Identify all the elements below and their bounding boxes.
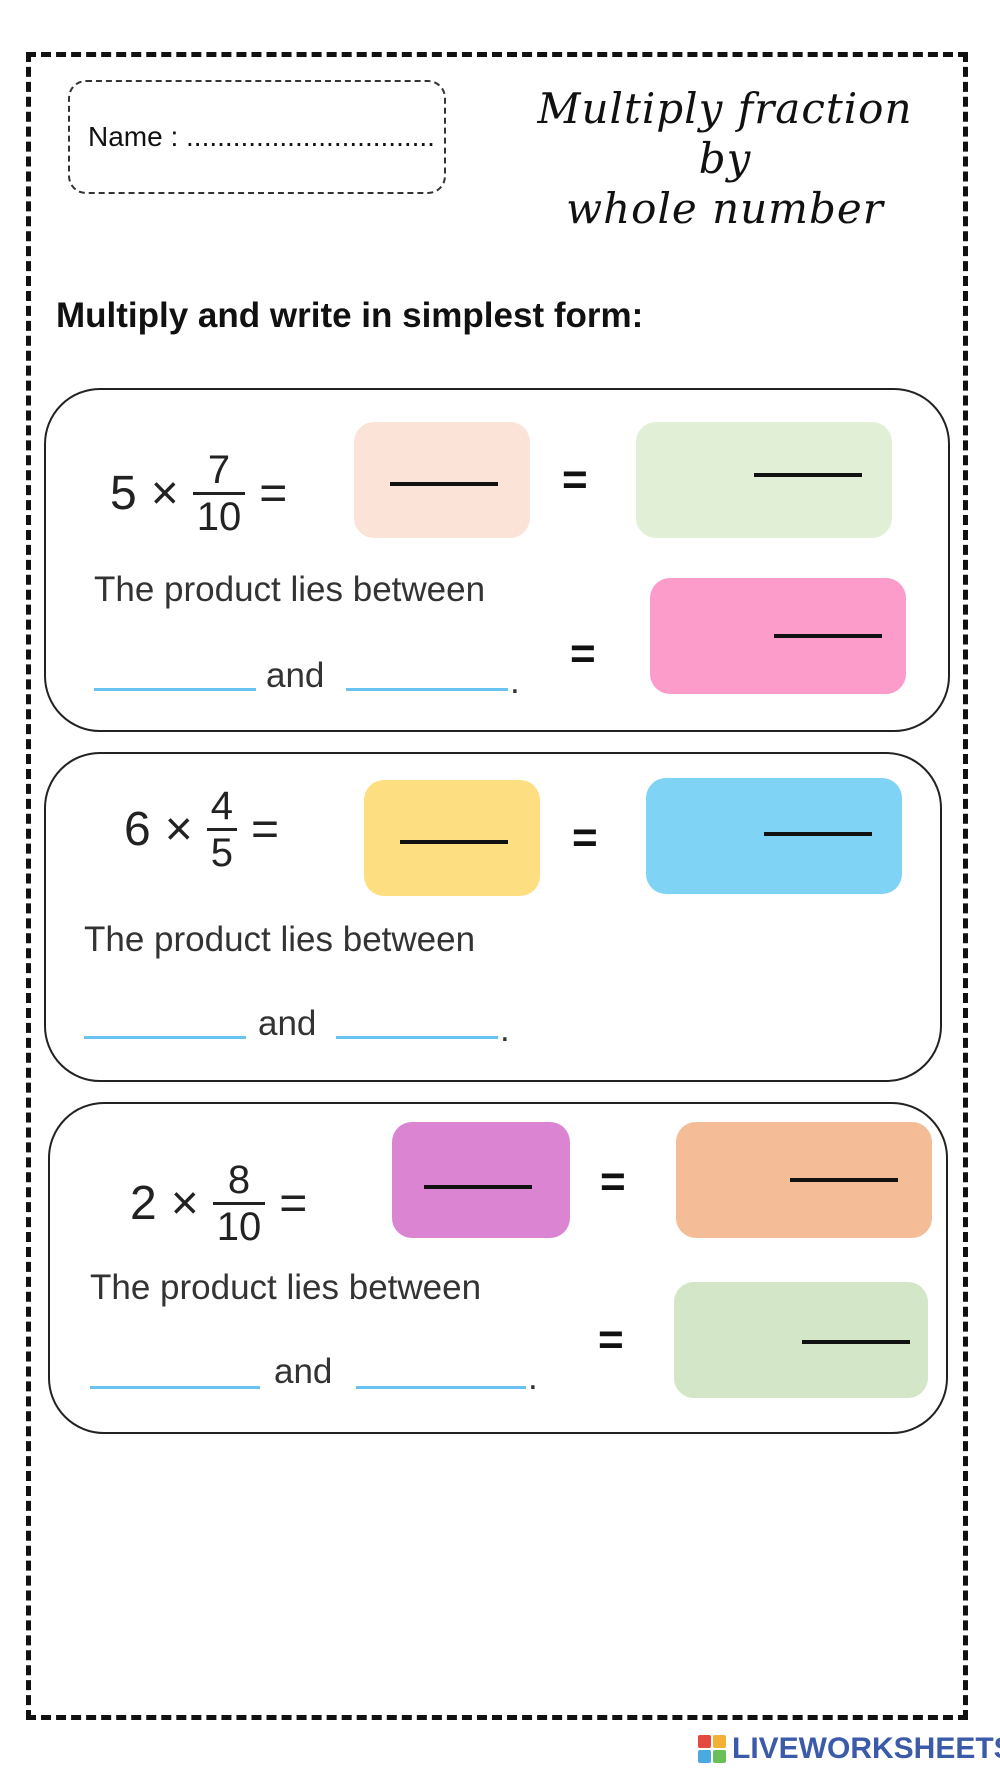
denominator: 5 <box>210 831 233 875</box>
whole-number: 6 <box>124 802 151 856</box>
denominator: 10 <box>216 1205 262 1249</box>
and-text: and <box>274 1352 333 1391</box>
equals-sign: = <box>250 802 280 856</box>
equals-sign: = <box>259 466 288 520</box>
answer-box-2a[interactable] <box>364 780 540 896</box>
equals-sign-bold: = <box>570 629 596 678</box>
answer-fraction-bar <box>400 840 508 844</box>
denominator: 10 <box>196 495 242 539</box>
multiply-sign: × <box>164 802 193 856</box>
worksheet-title: Multiply fraction by whole number <box>500 84 950 234</box>
lower-bound-blank[interactable] <box>84 1036 246 1039</box>
title-line-1: Multiply fraction <box>537 84 913 133</box>
product-between-text: The product lies between <box>94 570 486 609</box>
answer-box-3c[interactable] <box>674 1282 928 1398</box>
name-field[interactable]: Name : ................................ <box>68 80 446 194</box>
fraction-bar <box>212 1202 266 1205</box>
answer-box-3b[interactable] <box>676 1122 932 1238</box>
equals-sign: = <box>279 1176 308 1230</box>
liveworksheets-logo: LIVEWORKSHEETS <box>698 1732 1000 1766</box>
answer-box-1b[interactable] <box>636 422 892 538</box>
upper-bound-blank[interactable] <box>346 688 508 691</box>
multiply-sign: × <box>170 1176 199 1230</box>
answer-fraction-bar <box>764 832 872 836</box>
multiply-sign: × <box>150 466 179 520</box>
answer-box-1c[interactable] <box>650 578 906 694</box>
brand-name: LIVEWORKSHEETS <box>732 1732 1000 1765</box>
upper-bound-blank[interactable] <box>336 1036 498 1039</box>
product-between-text: The product lies between <box>90 1268 482 1307</box>
equals-sign-bold: = <box>572 813 598 862</box>
answer-fraction-bar <box>774 634 882 638</box>
lower-bound-blank[interactable] <box>94 688 256 691</box>
fraction-bar <box>192 492 246 495</box>
title-line-2: by <box>698 134 752 183</box>
instruction-text: Multiply and write in simplest form: <box>56 296 644 335</box>
fraction: 7 10 <box>192 448 246 539</box>
end-dot: . <box>500 1010 510 1049</box>
answer-fraction-bar <box>424 1185 532 1189</box>
equals-sign-bold: = <box>598 1315 624 1364</box>
fraction: 8 10 <box>212 1158 266 1249</box>
numerator: 8 <box>227 1158 251 1202</box>
lower-bound-blank[interactable] <box>90 1386 260 1389</box>
fraction-bar <box>206 828 237 831</box>
expression-1: 5 × 7 10 = <box>110 448 287 539</box>
product-between-text: The product lies between <box>84 920 476 959</box>
and-text: and <box>266 656 325 695</box>
worksheet-border <box>26 52 968 1720</box>
answer-fraction-bar <box>802 1340 910 1344</box>
equals-sign-bold: = <box>600 1157 626 1206</box>
answer-fraction-bar <box>790 1178 898 1182</box>
expression-3: 2 × 8 10 = <box>130 1158 307 1249</box>
upper-bound-blank[interactable] <box>356 1386 526 1389</box>
whole-number: 5 <box>110 466 137 520</box>
answer-fraction-bar <box>390 482 498 486</box>
answer-box-3a[interactable] <box>392 1122 570 1238</box>
and-text: and <box>258 1004 317 1043</box>
equals-sign-bold: = <box>562 455 588 504</box>
answer-box-1a[interactable] <box>354 422 530 538</box>
answer-box-2b[interactable] <box>646 778 902 894</box>
end-dot: . <box>528 1358 538 1397</box>
fraction: 4 5 <box>206 784 237 875</box>
numerator: 7 <box>207 448 231 492</box>
expression-2: 6 × 4 5 = <box>124 784 279 875</box>
name-label: Name : ................................ <box>88 121 435 152</box>
numerator: 4 <box>210 784 233 828</box>
liveworksheets-logo-icon <box>698 1735 726 1763</box>
whole-number: 2 <box>130 1176 157 1230</box>
end-dot: . <box>510 662 520 701</box>
answer-fraction-bar <box>754 473 862 477</box>
title-line-3: whole number <box>566 184 884 233</box>
